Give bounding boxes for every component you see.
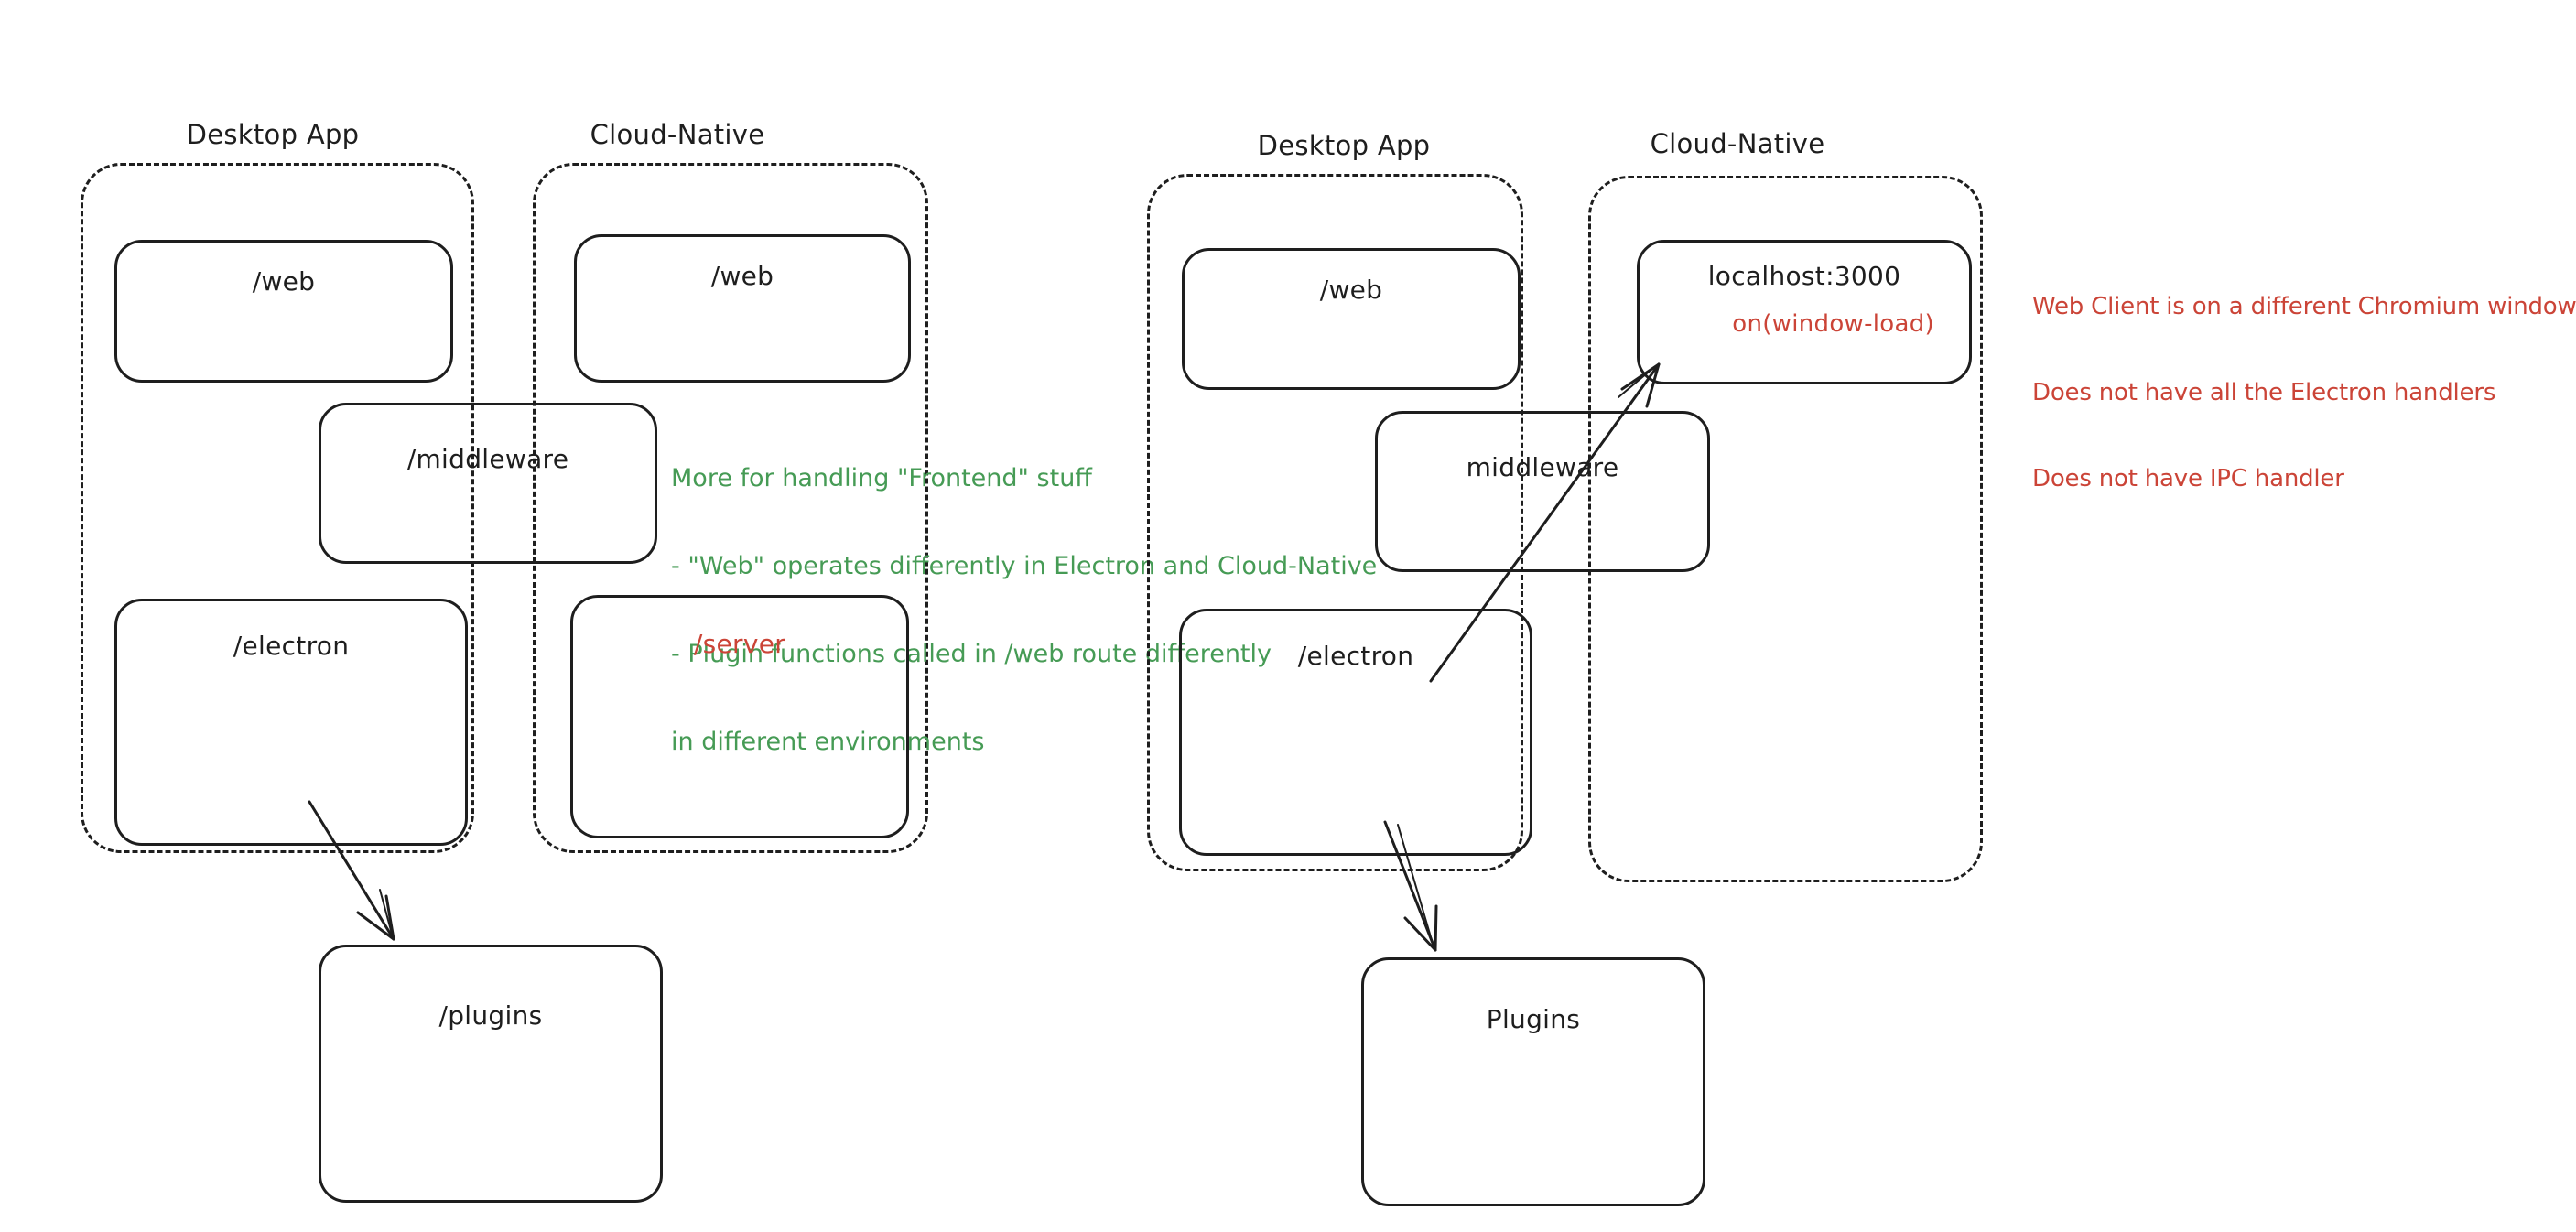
right-plugins-label: Plugins [1486, 1004, 1581, 1034]
left-desktop-app-label: Desktop App [186, 119, 360, 150]
left-desktop-app-container [81, 163, 474, 853]
note-line: in different environments [671, 728, 985, 756]
left-middleware-label: /middleware [406, 444, 569, 474]
right-web-box: /web [1182, 248, 1521, 390]
left-server-label: /server [693, 629, 786, 659]
right-window-load-label: on(window-load) [1732, 310, 1934, 338]
left-cloud-native-container [533, 163, 928, 853]
left-plugins-box: /plugins [319, 945, 663, 1203]
left-electron-box: /electron [114, 599, 468, 846]
note-line: - "Web" operates differently in Electron… [671, 552, 1378, 580]
left-plugins-label: /plugins [438, 1000, 543, 1031]
left-web-desktop-box: /web [114, 240, 453, 383]
left-web-desktop-label: /web [252, 266, 316, 297]
left-middleware-box: /middleware [319, 403, 657, 564]
right-middleware-box: middleware [1375, 411, 1710, 572]
right-localhost-label: localhost:3000 [1707, 261, 1901, 291]
note-line: - Plugin functions called in /web route … [671, 640, 1272, 668]
left-web-cloud-box: /web [574, 234, 911, 383]
left-server-box: /server [570, 595, 909, 838]
right-desktop-app-label: Desktop App [1257, 130, 1431, 161]
note-line: Does not have all the Electron handlers [2032, 379, 2496, 406]
right-electron-label: /electron [1297, 641, 1414, 671]
left-electron-label: /electron [233, 631, 350, 661]
left-cloud-native-label: Cloud-Native [590, 119, 765, 150]
right-electron-box: /electron [1179, 609, 1532, 856]
right-note-red: Web Client is on a different Chromium wi… [2032, 236, 2576, 549]
right-plugins-box: Plugins [1361, 957, 1705, 1206]
left-note-green: More for handling "Frontend" stuff - "We… [671, 406, 1377, 815]
note-line: Does not have IPC handler [2032, 465, 2344, 492]
note-line: Web Client is on a different Chromium wi… [2032, 293, 2576, 320]
right-middleware-label: middleware [1466, 452, 1619, 482]
left-web-cloud-label: /web [710, 261, 774, 291]
note-line: More for handling "Frontend" stuff [671, 464, 1092, 492]
right-localhost-box: localhost:3000 on(window-load) [1637, 240, 1972, 384]
right-cloud-native-label: Cloud-Native [1650, 128, 1825, 159]
right-web-label: /web [1319, 275, 1383, 305]
